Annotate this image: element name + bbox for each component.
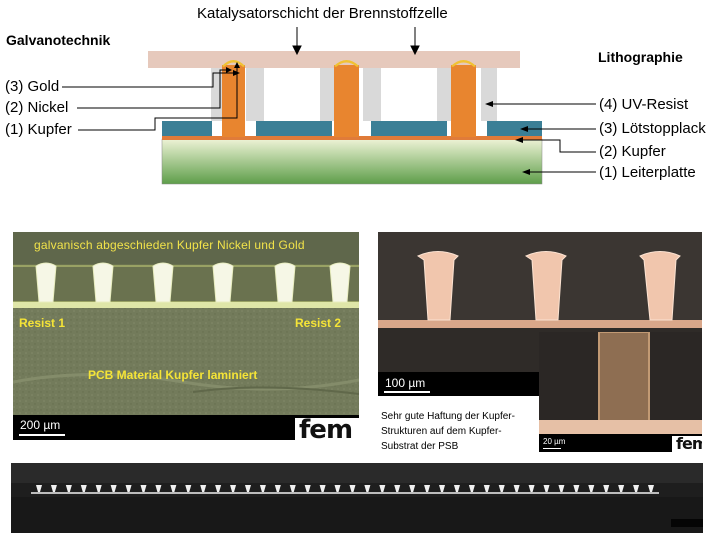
resist-1-label: Resist 1 (19, 316, 66, 330)
scale-label: 100 µm (385, 376, 426, 390)
catalyst-layer-label: Katalysatorschicht der Brennstoffzelle (197, 5, 448, 22)
micrograph-overview-strip (11, 463, 703, 533)
strip-pillar (633, 485, 640, 492)
strip-pillar (453, 485, 460, 492)
strip-pillar (230, 485, 237, 492)
strip-pillar (618, 485, 625, 492)
strip-pillar (155, 485, 162, 492)
inset-scale-label: 20 µm (543, 437, 566, 446)
strip-pillar (36, 485, 42, 492)
kupfer-layer-label: (2) Kupfer (599, 143, 666, 160)
strip-pillar (648, 485, 654, 492)
strip-pillar (274, 485, 281, 492)
copper-pillar (334, 60, 359, 137)
strip-pillar (185, 485, 192, 492)
leiterplatte-label: (1) Leiterplatte (599, 164, 696, 181)
strip-pillar (200, 485, 207, 492)
strip-pillar (349, 485, 356, 492)
kupfer-label: (1) Kupfer (5, 121, 72, 138)
strip-pillar (170, 485, 177, 492)
adhesion-caption-line-2: Strukturen auf dem Kupfer- (381, 426, 502, 437)
strip-pillar (65, 485, 72, 492)
strip-pillar (259, 485, 266, 492)
inset-scale-bar (543, 448, 561, 449)
strip-pillar (289, 485, 296, 492)
adhesion-caption-line-3: Substrat der PSB (381, 441, 459, 452)
micrograph-inset: 20 µm fem (539, 332, 702, 452)
scale-bar (384, 391, 430, 393)
strip-pillar (424, 485, 431, 492)
loetstopplack-label: (3) Lötstopplack (599, 120, 706, 137)
strip-pillar (125, 485, 132, 492)
micrograph-left-image (13, 232, 359, 440)
strip-pillar (140, 485, 147, 492)
layer-stack-svg (62, 27, 596, 185)
strip-pillar (483, 485, 490, 492)
plating-caption: galvanisch abgeschieden Kupfer Nickel un… (34, 238, 305, 252)
galvanotechnik-heading: Galvanotechnik (6, 32, 111, 48)
strip-pillar (379, 485, 386, 492)
strip-pillar (439, 485, 446, 492)
lithographie-heading: Lithographie (598, 49, 683, 65)
strip-pillar (364, 485, 371, 492)
strip-pillar (95, 485, 102, 492)
uv-resist-block (363, 68, 381, 121)
gold-label: (3) Gold (5, 78, 60, 95)
solder-mask-pad (162, 121, 212, 136)
strip-pillar (394, 485, 401, 492)
strip-pillar (215, 485, 222, 492)
strip-pillar (558, 485, 565, 492)
strip-pillar (409, 485, 416, 492)
strip-pillar (513, 485, 520, 492)
strip-pillar (319, 485, 326, 492)
strip-pillar (334, 485, 341, 492)
copper-pillar (451, 60, 476, 137)
strip-pillar (543, 485, 550, 492)
solder-mask-pad (256, 121, 332, 136)
cross-section-diagram: Katalysatorschicht der Brennstoffzelle G… (0, 0, 715, 195)
adhesion-caption-line-1: Sehr gute Haftung der Kupfer- (381, 411, 515, 422)
pcb-substrate (161, 138, 543, 185)
fem-logo: fem (295, 418, 359, 440)
uv-resist-block (481, 68, 497, 121)
overview-strip-image (11, 463, 703, 533)
strip-pillar (50, 485, 57, 492)
copper-layer (162, 136, 542, 140)
strip-pillar (528, 485, 535, 492)
uv-resist-block (246, 68, 264, 121)
copper-pillar (222, 60, 245, 137)
strip-pillar (588, 485, 595, 492)
scale-bar (19, 434, 65, 436)
solder-mask-pad (371, 121, 447, 136)
strip-pillar (498, 485, 505, 492)
scale-label: 200 µm (20, 418, 61, 432)
pcb-material-label: PCB Material Kupfer laminiert (88, 368, 258, 382)
micrograph-left: galvanisch abgeschieden Kupfer Nickel un… (13, 232, 359, 440)
uv-resist-block (437, 68, 451, 121)
strip-pillar (244, 485, 251, 492)
strip-pillar (573, 485, 580, 492)
strip-pillar (468, 485, 475, 492)
resist-2-label: Resist 2 (295, 316, 342, 330)
uv-resist-block (320, 68, 334, 121)
strip-pillar (80, 485, 87, 492)
solder-mask-pad (487, 121, 542, 136)
uv-resist-label: (4) UV-Resist (599, 96, 689, 113)
micrograph-inset-image (539, 332, 702, 452)
strip-pillar (304, 485, 311, 492)
strip-pillar (110, 485, 117, 492)
fem-logo: fem (672, 436, 702, 452)
nickel-label: (2) Nickel (5, 99, 69, 116)
strip-pillar (603, 485, 610, 492)
